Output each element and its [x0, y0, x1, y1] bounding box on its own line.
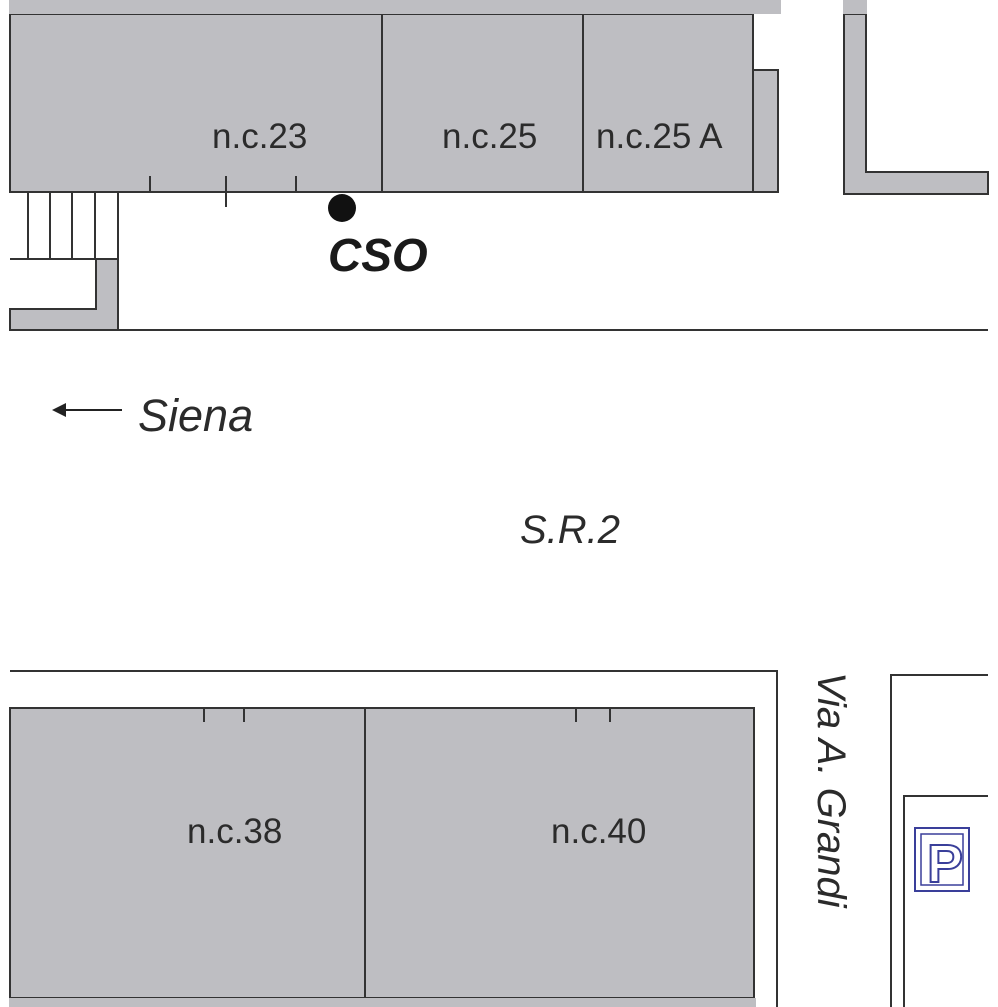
- label-nc38: n.c.38: [187, 812, 282, 851]
- label-nc40: n.c.40: [551, 812, 646, 851]
- marker-label: CSO: [328, 229, 428, 281]
- arrow-left-icon: [52, 403, 122, 417]
- wall-corner: [9, 258, 119, 331]
- building-nc25: [381, 13, 584, 193]
- stairs: [10, 191, 119, 260]
- label-nc25a: n.c.25 A: [596, 117, 723, 156]
- label-nc23: n.c.23: [212, 117, 307, 156]
- parking-label: P: [927, 834, 963, 894]
- dot-marker-icon[interactable]: [328, 194, 356, 222]
- north-block: [9, 0, 989, 331]
- east-block-edge: [890, 674, 988, 1007]
- east-building-edge: [903, 795, 988, 1007]
- side-road-label: Via A. Grandi: [809, 672, 853, 909]
- building-corner-ne: [843, 13, 989, 195]
- direction-label: Siena: [138, 390, 253, 441]
- parking-icon[interactable]: [914, 827, 970, 892]
- building-nc40: [364, 707, 755, 999]
- south-sidewalk-edge: [10, 670, 778, 1007]
- building-nc25a: [582, 13, 754, 193]
- building-nc23: [9, 13, 383, 193]
- label-nc25: n.c.25: [442, 117, 537, 156]
- south-block: [9, 670, 988, 1007]
- building-nc38: [9, 707, 366, 999]
- main-road-label: S.R.2: [520, 508, 620, 552]
- building-annex: [751, 69, 779, 193]
